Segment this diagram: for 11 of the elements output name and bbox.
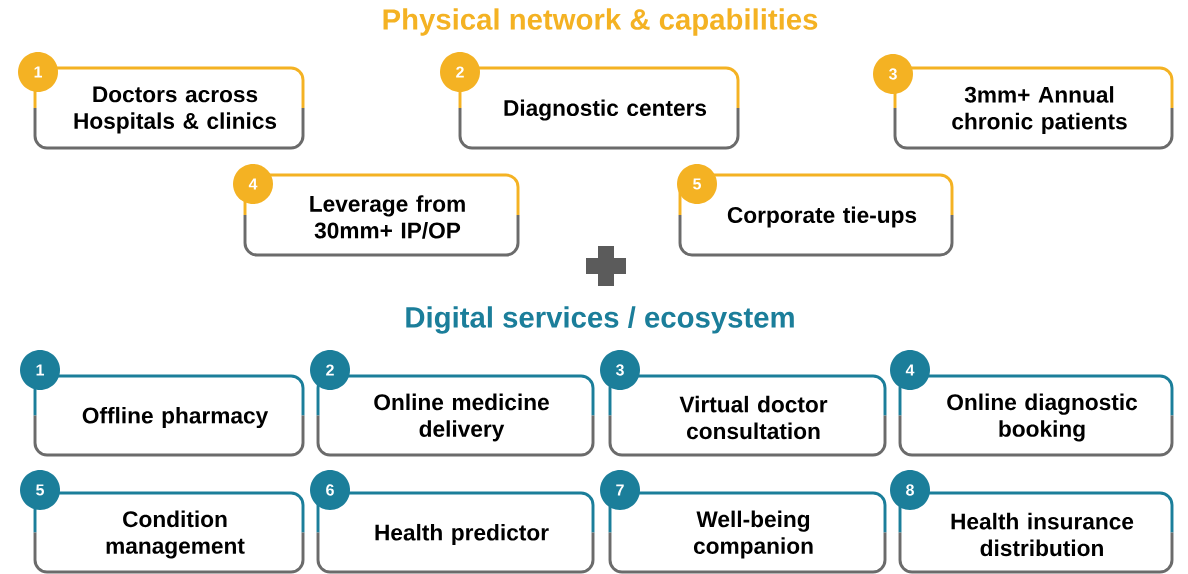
number-badge: 2: [440, 52, 480, 92]
section-heading: Digital services / ecosystem: [406, 306, 794, 334]
number-badge: 3: [873, 54, 913, 94]
number-badge: 3: [600, 350, 640, 390]
number-badge: 1: [18, 52, 58, 92]
number-badge: 1: [20, 350, 60, 390]
number-badge: 5: [677, 164, 717, 204]
number-badge: 4: [233, 164, 273, 204]
number-badge: 2: [310, 350, 350, 390]
number-badge: 4: [890, 350, 930, 390]
section-heading: Physical network & capabilities: [383, 8, 818, 36]
